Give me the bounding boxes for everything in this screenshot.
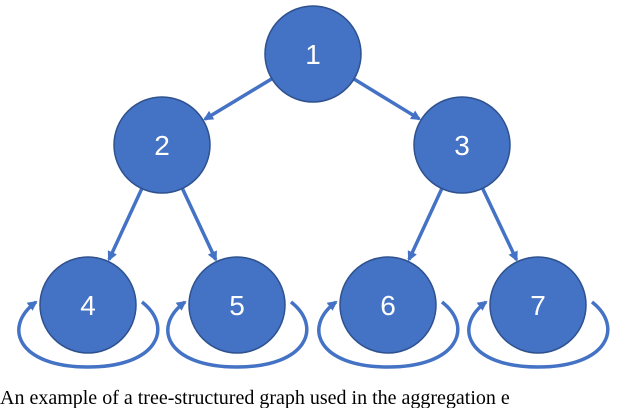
node-label: 4 (80, 290, 96, 321)
self-loop-n5 (166, 300, 309, 369)
edge-n2-n5 (180, 187, 218, 262)
node-2: 2 (113, 96, 211, 194)
edge-n1-n2 (203, 77, 273, 121)
node-1: 1 (264, 5, 362, 103)
self-loop-n6 (317, 300, 460, 369)
node-circle (339, 256, 437, 354)
node-circle (113, 96, 211, 194)
self-loop-n7 (467, 300, 610, 369)
node-label: 2 (154, 130, 170, 161)
node-circle (413, 96, 511, 194)
node-circle (39, 256, 137, 354)
node-5: 5 (188, 256, 286, 354)
tree-graph-diagram: 1 2 3 4 5 6 7 (17, 5, 610, 369)
node-circle (489, 256, 587, 354)
figure-caption: An example of a tree-structured graph us… (0, 388, 510, 408)
node-3: 3 (413, 96, 511, 194)
node-label: 7 (530, 290, 546, 321)
edge-n2-n4 (107, 187, 144, 262)
self-loop-n4 (17, 300, 160, 369)
edge-n1-n3 (353, 77, 422, 121)
node-circle (188, 256, 286, 354)
node-7: 7 (489, 256, 587, 354)
node-label: 5 (229, 290, 245, 321)
edge-n3-n6 (407, 187, 444, 262)
edge-n3-n7 (481, 187, 519, 262)
edges (107, 77, 519, 262)
node-label: 6 (380, 290, 396, 321)
node-circle (264, 5, 362, 103)
node-label: 1 (305, 39, 321, 70)
node-6: 6 (339, 256, 437, 354)
nodes: 1 2 3 4 5 6 7 (39, 5, 587, 354)
node-4: 4 (39, 256, 137, 354)
node-label: 3 (454, 130, 470, 161)
self-loops (17, 300, 610, 369)
